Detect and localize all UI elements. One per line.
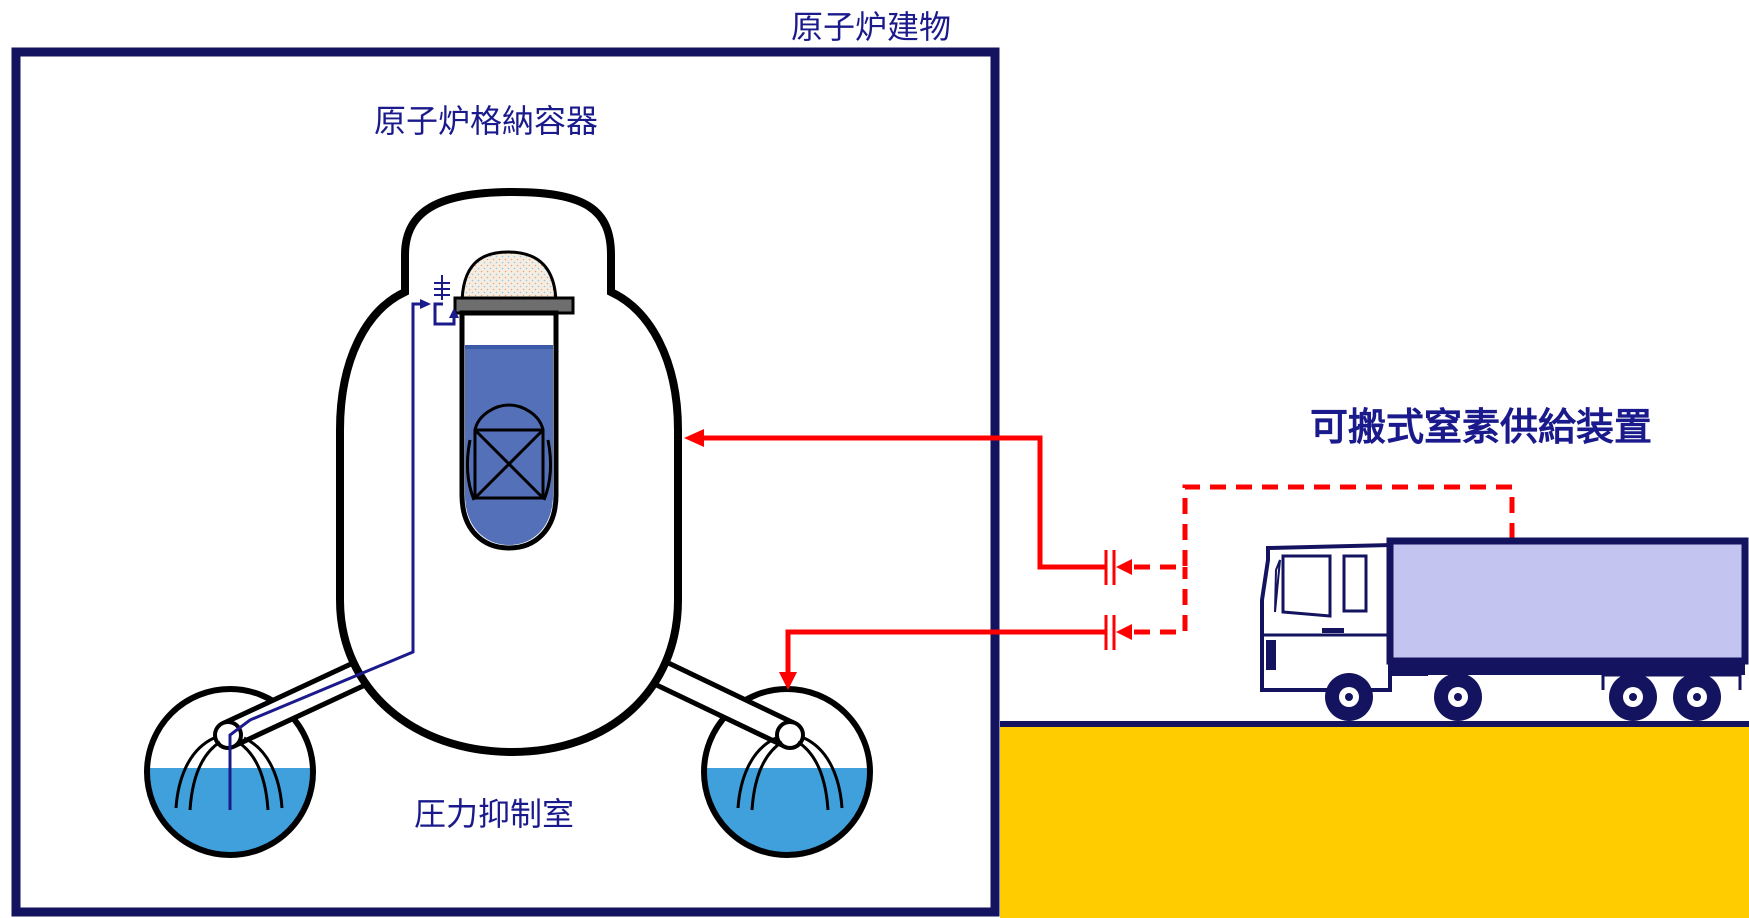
ground [1000, 723, 1749, 918]
wheel-front [1325, 673, 1373, 721]
vent-pipe-right [643, 654, 844, 811]
connection-fitting-lower [1104, 615, 1132, 650]
wheel-rear-1 [1609, 673, 1657, 721]
nitrogen-container [1386, 537, 1749, 665]
truck-icon [1260, 537, 1749, 721]
reactor-building-label: 原子炉建物 [791, 8, 951, 46]
connection-fitting-upper [1104, 550, 1132, 585]
wheel-rear-2 [1673, 673, 1721, 721]
arrow-icon-drywell [684, 429, 704, 447]
srv-line [228, 299, 459, 810]
nitrogen-line-to-suppression [779, 629, 1106, 690]
temporary-hose [1134, 484, 1515, 635]
wheel-middle [1434, 673, 1482, 721]
reactor-vessel-icon [453, 250, 575, 551]
nitrogen-supply-label: 可搬式窒素供給装置 [1310, 405, 1652, 449]
containment-vessel-label: 原子炉格納容器 [374, 102, 598, 140]
nitrogen-line-to-drywell [684, 429, 1106, 570]
valve-icon [434, 275, 450, 300]
suppression-chamber-label: 圧力抑制室 [414, 795, 574, 833]
arrow-icon-suppression [779, 672, 797, 690]
